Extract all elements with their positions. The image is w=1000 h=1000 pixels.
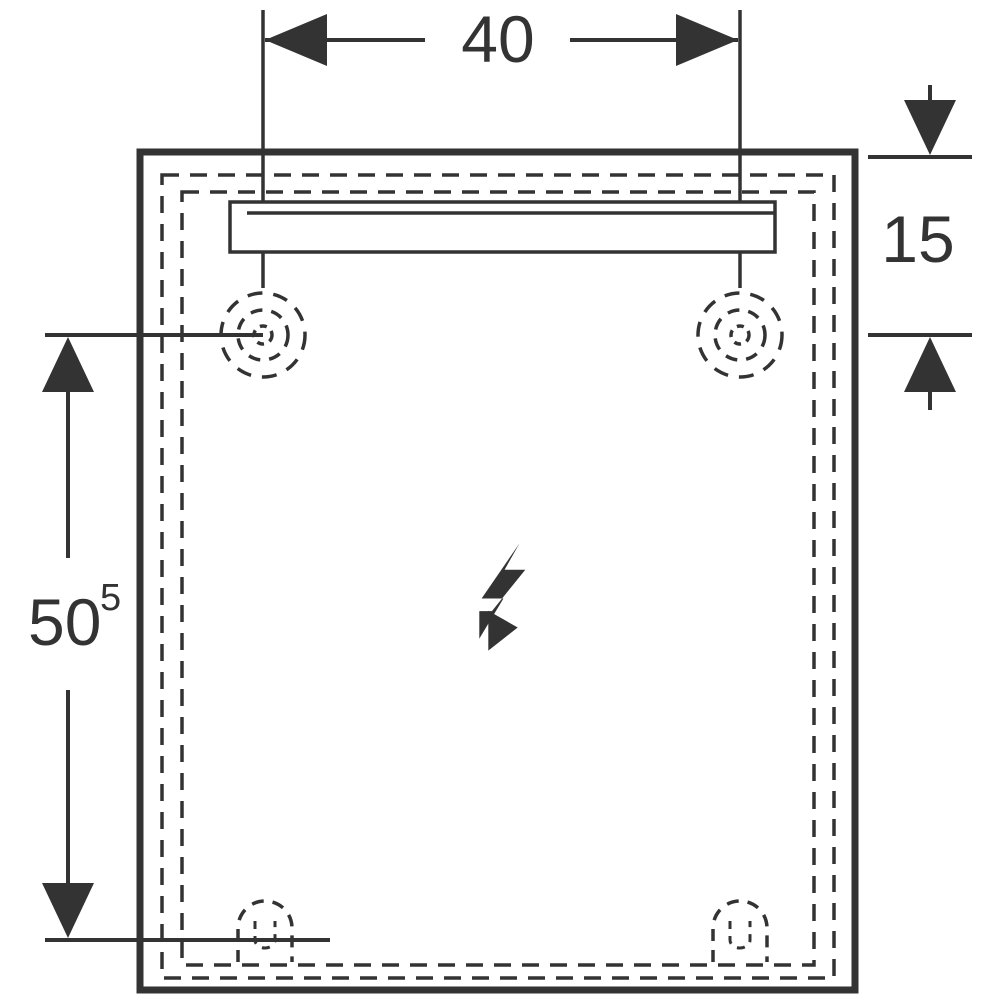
hidden-edge-inner bbox=[180, 190, 816, 967]
bottom-bracket-left bbox=[236, 899, 294, 962]
dimension-top-offset-15: 15 bbox=[868, 85, 972, 410]
bottom-bracket-left-slot bbox=[253, 921, 277, 950]
bottom-bracket-right bbox=[711, 899, 769, 962]
arrow-up-icon bbox=[42, 337, 94, 392]
arrow-down-icon bbox=[904, 100, 956, 155]
mounting-hole-left-ring-mid bbox=[236, 308, 290, 362]
dimension-label-40: 40 bbox=[461, 2, 534, 76]
arrow-left-icon bbox=[265, 14, 327, 66]
dimension-width-40: 40 bbox=[261, 2, 742, 288]
hidden-edge-outer bbox=[160, 173, 836, 980]
mounting-hole-right-ring-mid bbox=[713, 308, 767, 362]
mounting-hole-right-ring-outer bbox=[696, 291, 784, 379]
dimension-label-15: 15 bbox=[881, 202, 954, 276]
arrow-right-icon bbox=[676, 14, 738, 66]
dimension-label-505-superscript: 5 bbox=[100, 577, 121, 619]
arrow-up-icon bbox=[904, 337, 956, 392]
mounting-hole-right bbox=[696, 291, 784, 379]
light-strip bbox=[228, 200, 777, 254]
dimension-height-505: 50 5 bbox=[28, 333, 330, 942]
mounting-hole-right-ring-inner bbox=[729, 324, 751, 346]
arrow-down-icon bbox=[42, 883, 94, 938]
lightning-bolt-icon bbox=[479, 543, 526, 651]
bottom-bracket-left-outline bbox=[236, 899, 294, 962]
bottom-bracket-right-outline bbox=[711, 899, 769, 962]
dimension-label-505: 50 bbox=[28, 585, 101, 659]
light-strip-body bbox=[228, 200, 777, 254]
cabinet-outline bbox=[136, 148, 859, 994]
bottom-bracket-right-slot bbox=[728, 921, 752, 950]
